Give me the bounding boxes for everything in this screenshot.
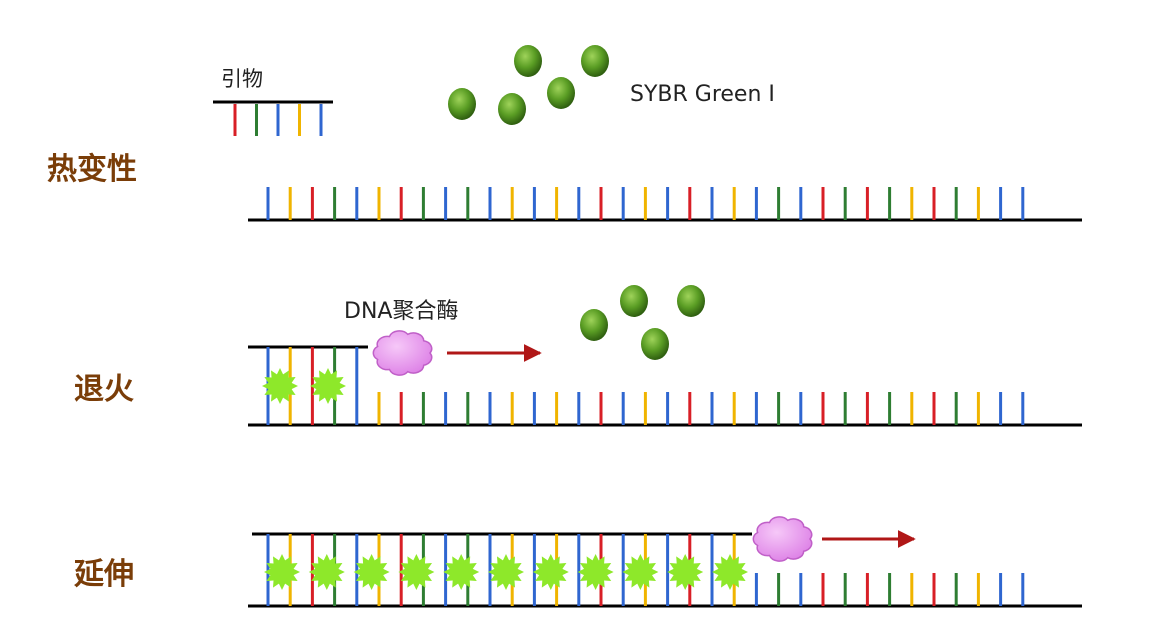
step-denature: 热变性 bbox=[47, 152, 1082, 222]
sybr-dye-molecule bbox=[677, 285, 705, 317]
bound-sybr-dye bbox=[577, 554, 614, 590]
sybr-dye-legend: SYBR Green I bbox=[448, 45, 775, 125]
sybr-dye-molecule bbox=[514, 45, 542, 77]
template-bases bbox=[266, 187, 1025, 220]
dna-polymerase-icon bbox=[372, 330, 433, 376]
bound-sybr-dye bbox=[532, 554, 569, 590]
step-denature-label: 热变性 bbox=[47, 152, 137, 187]
bound-sybr-dye bbox=[310, 368, 346, 404]
step-extend: 延伸 bbox=[73, 516, 1082, 608]
sybr-dye-molecule bbox=[641, 328, 669, 360]
sybr-dye-molecule bbox=[580, 309, 608, 341]
bound-sybr-dye bbox=[308, 554, 345, 590]
sybr-dye-molecule bbox=[581, 45, 609, 77]
bound-dyes bbox=[262, 368, 346, 404]
bound-sybr-dye bbox=[262, 368, 298, 404]
step-anneal: 退火 DNA聚合酶 bbox=[74, 285, 1082, 427]
sybr-dye-molecule bbox=[448, 88, 476, 120]
bound-sybr-dye bbox=[353, 554, 390, 590]
template-bases bbox=[266, 347, 1025, 425]
step-extend-label: 延伸 bbox=[73, 557, 134, 592]
bound-sybr-dye bbox=[443, 554, 480, 590]
sybr-dye-molecule bbox=[547, 77, 575, 109]
sybr-dye-molecule bbox=[620, 285, 648, 317]
bound-sybr-dye bbox=[622, 554, 659, 590]
bound-dyes bbox=[264, 554, 748, 590]
bound-sybr-dye bbox=[488, 554, 524, 590]
bound-sybr-dye bbox=[667, 554, 704, 590]
sybr-label: SYBR Green I bbox=[630, 82, 775, 107]
bound-sybr-dye bbox=[398, 554, 435, 590]
step-anneal-label: 退火 bbox=[74, 372, 134, 407]
polymerase-label: DNA聚合酶 bbox=[344, 299, 458, 324]
primer-legend: 引物 bbox=[213, 67, 333, 136]
primer-label: 引物 bbox=[221, 67, 263, 91]
dna-polymerase-icon bbox=[752, 516, 813, 562]
bound-sybr-dye bbox=[264, 554, 300, 590]
sybr-dye-molecule bbox=[498, 93, 526, 125]
bound-sybr-dye bbox=[712, 554, 748, 590]
primer-bases bbox=[233, 104, 323, 136]
